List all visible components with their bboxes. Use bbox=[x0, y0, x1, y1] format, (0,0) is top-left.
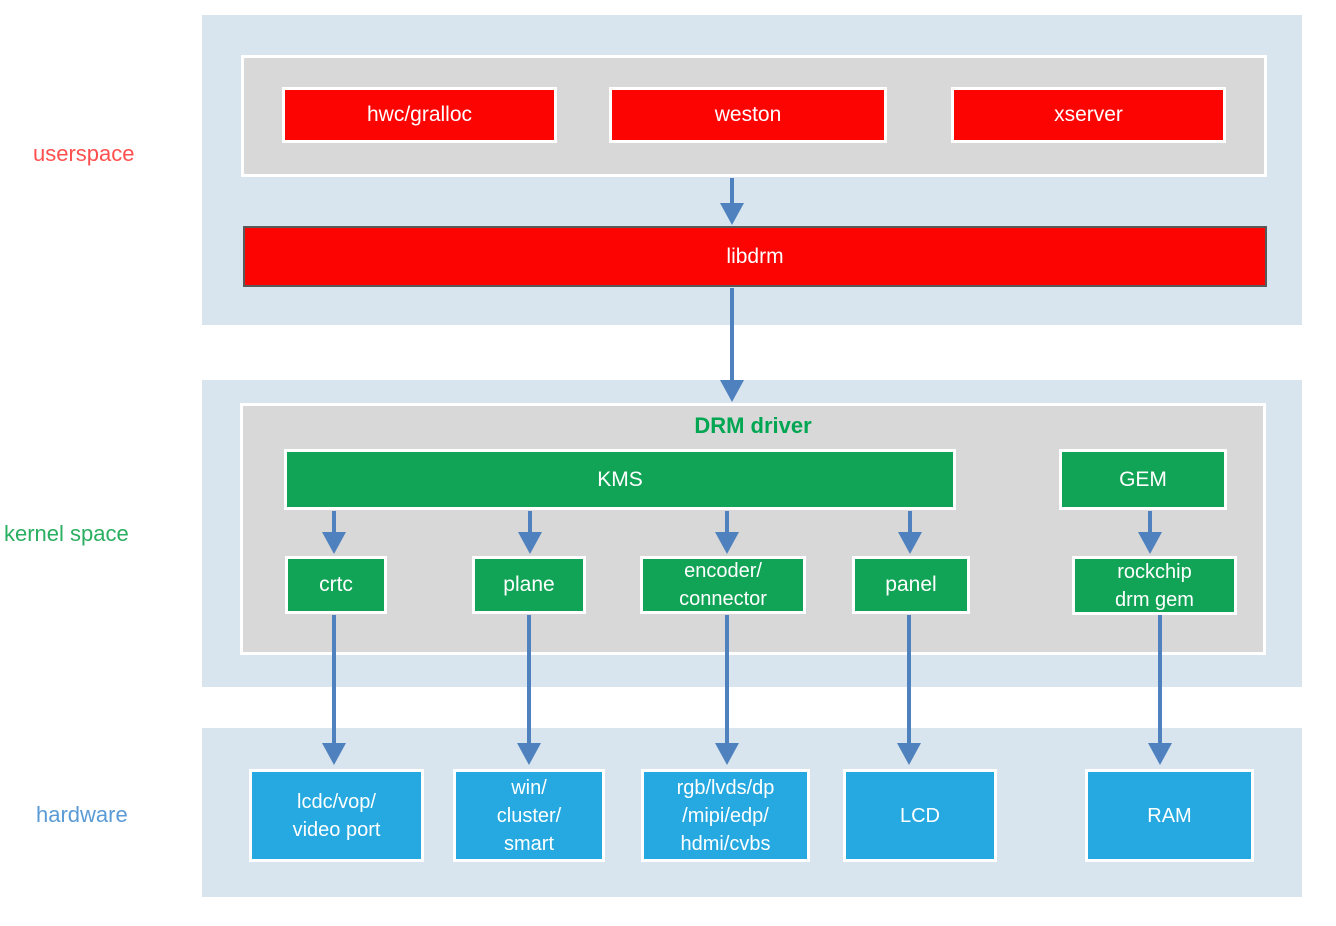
kernel-space-layer-label: kernel space bbox=[4, 521, 129, 546]
box-win-cluster-smart: win/ cluster/ smart bbox=[453, 769, 605, 862]
box-libdrm: libdrm bbox=[243, 226, 1267, 287]
box-plane: plane bbox=[472, 556, 586, 614]
drm-driver-group bbox=[240, 403, 1266, 655]
box-gem: GEM bbox=[1059, 449, 1227, 510]
drm-driver-title: DRM driver bbox=[694, 413, 812, 438]
box-encoder-connector: encoder/ connector bbox=[640, 556, 806, 614]
hardware-layer-label: hardware bbox=[36, 802, 128, 827]
box-crtc: crtc bbox=[285, 556, 387, 614]
box-kms: KMS bbox=[284, 449, 956, 510]
box-hwc-gralloc: hwc/gralloc bbox=[282, 87, 557, 143]
userspace-layer-label: userspace bbox=[33, 141, 135, 166]
box-rockchip-drm-gem: rockchip drm gem bbox=[1072, 556, 1237, 615]
box-rgb-lvds-dp-mipi-edp-hdmi-cvbs: rgb/lvds/dp /mipi/edp/ hdmi/cvbs bbox=[641, 769, 810, 862]
box-panel: panel bbox=[852, 556, 970, 614]
box-xserver: xserver bbox=[951, 87, 1226, 143]
box-lcdc-vop-video-port: lcdc/vop/ video port bbox=[249, 769, 424, 862]
box-ram: RAM bbox=[1085, 769, 1254, 862]
box-weston: weston bbox=[609, 87, 887, 143]
box-lcd: LCD bbox=[843, 769, 997, 862]
